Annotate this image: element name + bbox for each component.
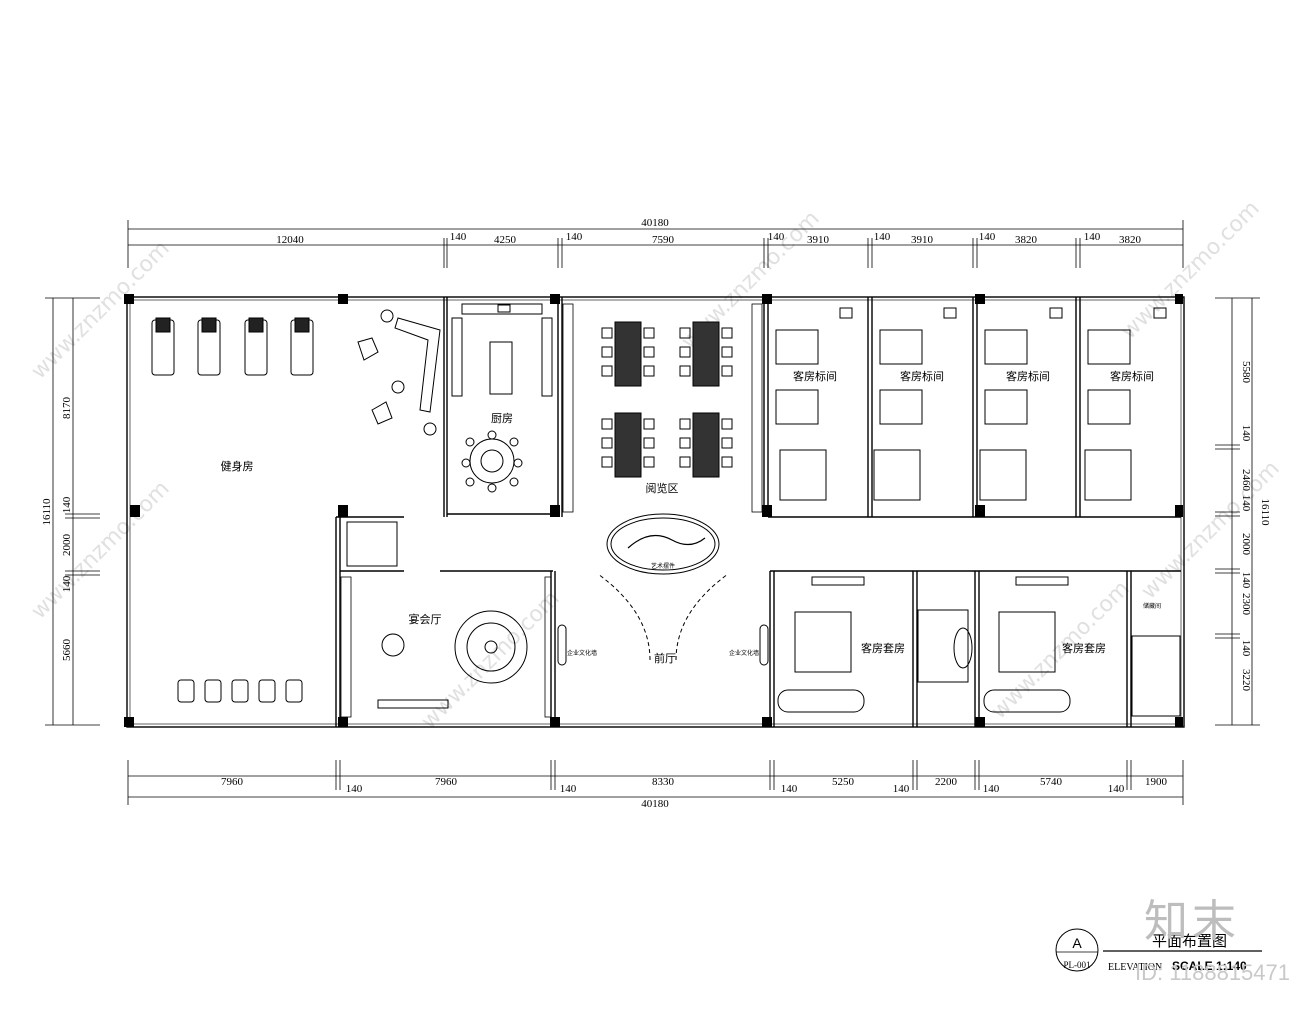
dim-top: 140 bbox=[979, 231, 996, 243]
watermark-brand: 知末 bbox=[1144, 896, 1240, 947]
dim-right: 2460 bbox=[1240, 469, 1252, 492]
dim-top: 140 bbox=[874, 231, 891, 243]
gym-bikes bbox=[177, 679, 303, 703]
drawing-title: 平面布置图 bbox=[1152, 932, 1227, 950]
dim-top-total: 40180 bbox=[641, 217, 669, 229]
dim-right: 140 bbox=[1240, 640, 1252, 657]
label-gym: 健身房 bbox=[221, 459, 254, 473]
label-standard-room: 客房标间 bbox=[1006, 369, 1050, 383]
dim-left: 140 bbox=[61, 496, 73, 513]
title-circle bbox=[1055, 928, 1099, 972]
dim-bottom: 140 bbox=[1108, 783, 1125, 795]
watermark-site: www.znzmo.com bbox=[417, 586, 565, 734]
dim-right: 140 bbox=[1240, 495, 1252, 512]
label-banquet: 宴会厅 bbox=[409, 612, 442, 626]
dim-left: 2000 bbox=[61, 534, 73, 557]
watermark-site: www.znzmo.com bbox=[27, 476, 175, 624]
dim-left: 140 bbox=[61, 575, 73, 592]
room-labels: 健身房 厨房 阅览区 客房标间 客房标间 客房标间 客房标间 宴会厅 前厅 客房… bbox=[221, 369, 1162, 665]
label-kitchen: 厨房 bbox=[491, 412, 513, 425]
dim-top: 140 bbox=[1084, 231, 1101, 243]
dim-right: 3220 bbox=[1240, 669, 1252, 692]
label-culture-wall: 企业文化墙 bbox=[729, 649, 759, 657]
dim-bottom: 1900 bbox=[1145, 776, 1168, 788]
dim-top: 3910 bbox=[911, 234, 934, 246]
dim-right: 2000 bbox=[1240, 533, 1252, 556]
dim-right: 5580 bbox=[1240, 361, 1252, 384]
dim-bottom: 140 bbox=[346, 783, 363, 795]
label-standard-room: 客房标间 bbox=[900, 369, 944, 383]
kitchen-fixtures bbox=[451, 303, 553, 493]
dim-bottom: 8330 bbox=[652, 776, 675, 788]
label-suite: 客房套房 bbox=[1062, 641, 1106, 655]
dim-bottom-total: 40180 bbox=[641, 798, 669, 810]
watermark-site: www.znzmo.com bbox=[1117, 196, 1265, 344]
label-standard-room: 客房标间 bbox=[1110, 369, 1154, 383]
dim-left: 5660 bbox=[61, 639, 73, 662]
dim-top: 140 bbox=[450, 231, 467, 243]
dim-bottom: 140 bbox=[781, 783, 798, 795]
standard-room-furniture bbox=[775, 307, 1167, 501]
gym-treadmills bbox=[151, 317, 314, 376]
dim-top: 3820 bbox=[1119, 234, 1142, 246]
dim-top: 12040 bbox=[276, 234, 304, 246]
dim-top: 4250 bbox=[494, 234, 517, 246]
reading-tables bbox=[614, 321, 720, 478]
suite-furniture bbox=[777, 576, 1181, 717]
label-culture-wall: 企业文化墙 bbox=[567, 649, 597, 657]
lounge-furniture bbox=[357, 309, 441, 436]
label-storage: 储藏间 bbox=[1143, 602, 1161, 610]
title-circle-letter: A bbox=[1072, 935, 1082, 951]
watermark-id: ID: 1188815471 bbox=[1135, 960, 1290, 985]
watermark-site: www.znzmo.com bbox=[987, 576, 1135, 724]
dim-bottom: 2200 bbox=[935, 776, 958, 788]
dim-top: 140 bbox=[566, 231, 583, 243]
label-art-piece: 艺术摆件 bbox=[651, 562, 675, 570]
elevation-label: ELEVATION bbox=[1108, 962, 1162, 973]
dim-left-total: 16110 bbox=[41, 498, 53, 526]
dim-bottom: 7960 bbox=[221, 776, 244, 788]
dimension-labels: 40180 12040 140 4250 140 7590 140 3910 1… bbox=[41, 217, 1271, 810]
title-block: A PL-001 平面布置图 ELEVATION SCALE 1:140 bbox=[1055, 928, 1262, 973]
sheet-code: PL-001 bbox=[1064, 960, 1091, 970]
dim-bottom: 140 bbox=[893, 783, 910, 795]
label-standard-room: 客房标间 bbox=[793, 369, 837, 383]
dimension-lines bbox=[45, 220, 1260, 805]
dim-top: 3820 bbox=[1015, 234, 1038, 246]
label-reading: 阅览区 bbox=[646, 481, 679, 495]
dim-bottom: 5250 bbox=[832, 776, 855, 788]
dim-top: 7590 bbox=[652, 234, 675, 246]
watermark-site: www.znzmo.com bbox=[1137, 456, 1285, 604]
dim-bottom: 140 bbox=[983, 783, 1000, 795]
dim-right: 2300 bbox=[1240, 593, 1252, 616]
banquet-furniture bbox=[346, 521, 528, 709]
lobby-elements bbox=[557, 513, 769, 666]
reading-chairs bbox=[601, 327, 733, 468]
dim-top: 140 bbox=[768, 231, 785, 243]
dim-left: 8170 bbox=[61, 397, 73, 420]
dim-bottom: 140 bbox=[560, 783, 577, 795]
scale-label: SCALE 1:140 bbox=[1172, 959, 1247, 973]
dim-bottom: 7960 bbox=[435, 776, 458, 788]
dim-bottom: 5740 bbox=[1040, 776, 1063, 788]
dim-right-total: 16110 bbox=[1259, 498, 1271, 526]
dim-right: 140 bbox=[1240, 425, 1252, 442]
label-lobby: 前厅 bbox=[654, 651, 676, 665]
shelving bbox=[340, 303, 763, 718]
label-suite: 客房套房 bbox=[861, 641, 905, 655]
dim-top: 3910 bbox=[807, 234, 830, 246]
dim-right: 140 bbox=[1240, 572, 1252, 589]
structural-columns bbox=[124, 294, 1183, 727]
